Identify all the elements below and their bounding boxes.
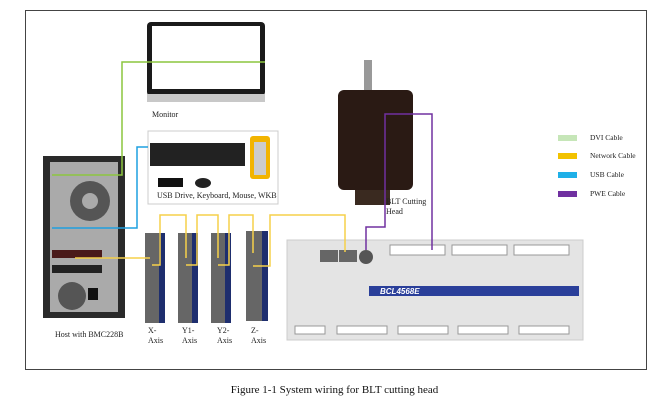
axis-label-x: X-Axis — [148, 326, 164, 345]
network-cable-y1-y2 — [186, 214, 219, 266]
axis-label-y1: Y1-Axis — [182, 326, 198, 345]
diagram-frame — [25, 10, 647, 370]
cutting-head-icon — [338, 60, 413, 205]
axis-label-z: Z-Axis — [251, 326, 267, 345]
network-cable-chain — [152, 214, 187, 266]
network-cable-z-controller — [253, 214, 346, 267]
monitor-icon — [147, 22, 265, 102]
host-label: Host with BMC228B — [55, 330, 124, 339]
legend-swatch-dvi — [558, 134, 577, 141]
legend-swatch-network — [558, 152, 577, 159]
peripherals-label: USB Drive, Keyboard, Mouse, WKB — [157, 191, 277, 200]
legend-swatch-pwe — [558, 190, 577, 197]
cutting-head-label: BLT Cutting Head — [386, 197, 427, 216]
pwe-cable — [365, 113, 433, 250]
controller-model-text: BCL4568E — [380, 287, 420, 296]
peripherals-icon — [147, 130, 279, 205]
network-cable-y2-z — [218, 214, 254, 266]
usb-cable — [52, 146, 148, 229]
monitor-label: Monitor — [152, 110, 179, 119]
legend-network: Network Cable — [558, 151, 636, 160]
legend-swatch-usb — [558, 171, 577, 178]
legend-usb: USB Cable — [558, 170, 624, 179]
figure-caption: Figure 1-1 System wiring for BLT cutting… — [230, 384, 439, 396]
axis-label-y2: Y2-Axis — [217, 326, 233, 345]
controller-bcl4568e-icon — [286, 239, 584, 341]
host-pc-icon — [43, 156, 125, 318]
legend-pwe: PWE Cable — [558, 189, 625, 198]
dvi-cable — [52, 61, 265, 176]
servo-drives — [145, 231, 268, 323]
legend-dvi: DVI Cable — [558, 133, 623, 142]
